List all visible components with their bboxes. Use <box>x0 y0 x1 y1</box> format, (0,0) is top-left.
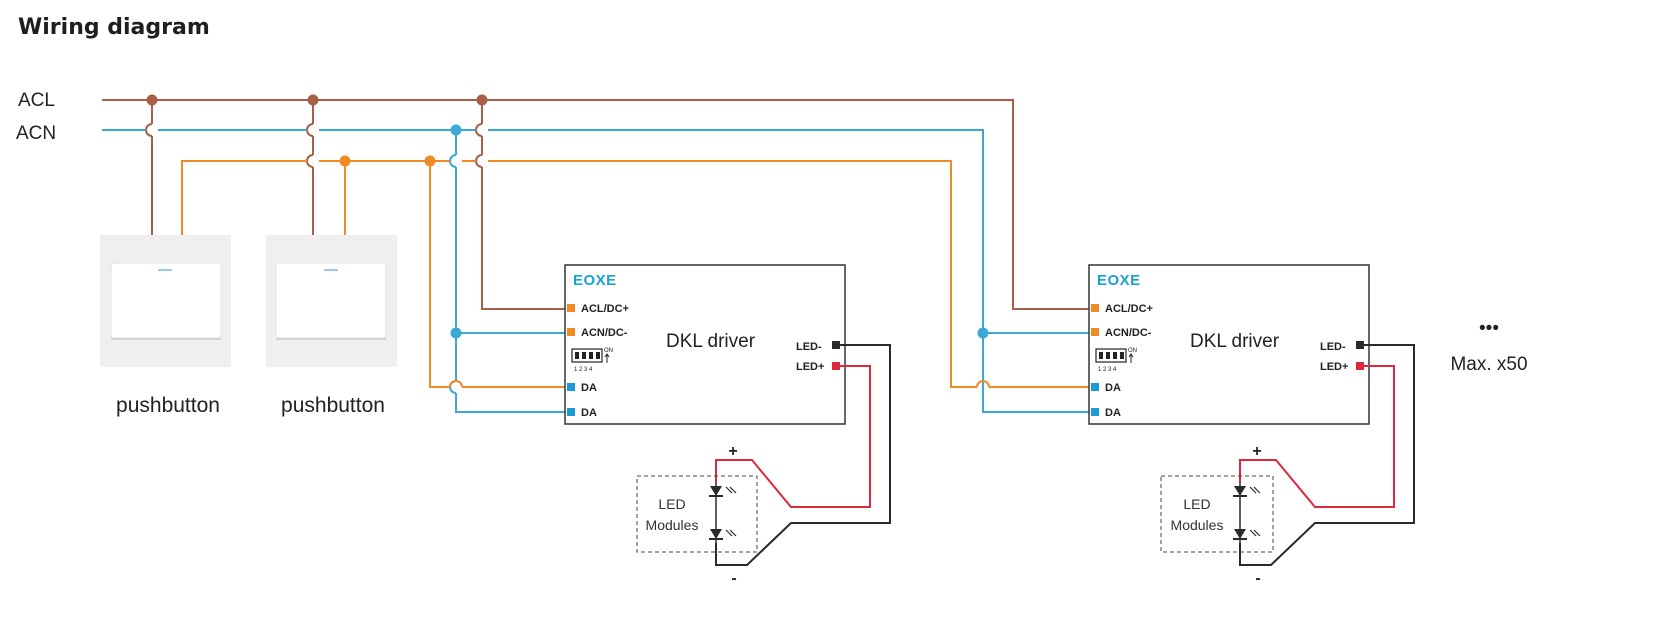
acl-junction-dot <box>146 94 158 106</box>
pushbutton-label: pushbutton <box>116 394 220 417</box>
output-label: LED+ <box>1320 361 1348 373</box>
acl-label: ACL <box>18 90 55 111</box>
dkl-driver-2: EOXE ACL/DC+ ACN/DC- DA DA ON 1 2 3 4 DK… <box>1088 264 1370 425</box>
dip-numbers: 1 2 3 4 <box>1098 367 1117 373</box>
terminal-label: ACL/DC+ <box>581 303 629 315</box>
dip-switch[interactable]: ON 1 2 3 4 <box>1095 348 1137 373</box>
brand-logo: EOXE <box>573 272 617 289</box>
da-junction-dot <box>339 155 351 167</box>
terminal-da <box>1091 408 1099 416</box>
terminal-acl <box>567 304 575 312</box>
ellipsis-icon: ••• <box>1479 318 1499 339</box>
terminal-acn <box>567 328 575 336</box>
acl-junction-dot <box>476 94 488 106</box>
terminal-label: ACL/DC+ <box>1105 303 1153 315</box>
pushbutton-label: pushbutton <box>281 394 385 417</box>
minus-sign: - <box>731 570 736 587</box>
dip-switch[interactable]: ON 1 2 3 4 <box>571 348 613 373</box>
page-title: Wiring diagram <box>18 15 210 40</box>
acn-junction-dot <box>450 327 462 339</box>
led-diode-icon <box>1234 486 1246 496</box>
dkl-driver-1: EOXE ACL/DC+ ACN/DC- DA DA ON 1 2 3 4 DK… <box>564 264 846 425</box>
led-diode-icon <box>1234 529 1246 539</box>
terminal-acn <box>1091 328 1099 336</box>
output-label: LED+ <box>796 361 824 373</box>
terminal-led-minus <box>832 341 840 349</box>
module-label: LED <box>658 496 685 512</box>
dip-on-label: ON <box>1128 348 1137 354</box>
acn-label: ACN <box>16 123 56 144</box>
led-output-wires-2 <box>1239 344 1415 566</box>
led-diode-icon <box>710 529 722 539</box>
terminal-label: DA <box>581 382 597 394</box>
terminal-da <box>1091 383 1099 391</box>
led-output-wires-1 <box>715 344 891 566</box>
terminal-label: DA <box>581 407 597 419</box>
terminal-led-plus <box>832 362 840 370</box>
module-label: LED <box>1183 496 1210 512</box>
terminal-acl <box>1091 304 1099 312</box>
driver-box <box>1088 264 1370 425</box>
acn-junction-dot <box>977 327 989 339</box>
terminal-da <box>567 408 575 416</box>
da-junction-dot <box>424 155 436 167</box>
module-label: Modules <box>646 517 699 533</box>
terminal-label: ACN/DC- <box>1105 327 1152 339</box>
pushbutton-2[interactable]: pushbutton <box>266 235 397 417</box>
output-label: LED- <box>796 341 822 353</box>
da-bus-wire <box>181 155 1095 388</box>
module-label: Modules <box>1171 517 1224 533</box>
plus-sign: + <box>1252 443 1261 460</box>
brand-logo: EOXE <box>1097 272 1141 289</box>
terminal-label: DA <box>1105 382 1121 394</box>
terminal-led-minus <box>1356 341 1364 349</box>
terminal-label: DA <box>1105 407 1121 419</box>
acl-junction-dot <box>307 94 319 106</box>
led-modules-1: LED Modules + - <box>636 443 758 587</box>
led-diode-icon <box>710 486 722 496</box>
terminal-da <box>567 383 575 391</box>
pushbutton-1[interactable]: pushbutton <box>100 235 231 417</box>
max-count-label: Max. x50 <box>1450 354 1527 375</box>
acn-junction-dot <box>450 124 462 136</box>
output-label: LED- <box>1320 341 1346 353</box>
driver-name: DKL driver <box>1190 331 1280 352</box>
acn-bus-wire <box>102 124 1095 413</box>
dip-on-label: ON <box>604 348 613 354</box>
led-module-box <box>1160 475 1274 553</box>
driver-box <box>564 264 846 425</box>
minus-sign: - <box>1255 570 1260 587</box>
led-module-box <box>636 475 758 553</box>
plus-sign: + <box>728 443 737 460</box>
terminal-label: ACN/DC- <box>581 327 628 339</box>
led-modules-2: LED Modules + - <box>1160 443 1274 587</box>
terminal-led-plus <box>1356 362 1364 370</box>
driver-name: DKL driver <box>666 331 756 352</box>
dip-numbers: 1 2 3 4 <box>574 367 593 373</box>
